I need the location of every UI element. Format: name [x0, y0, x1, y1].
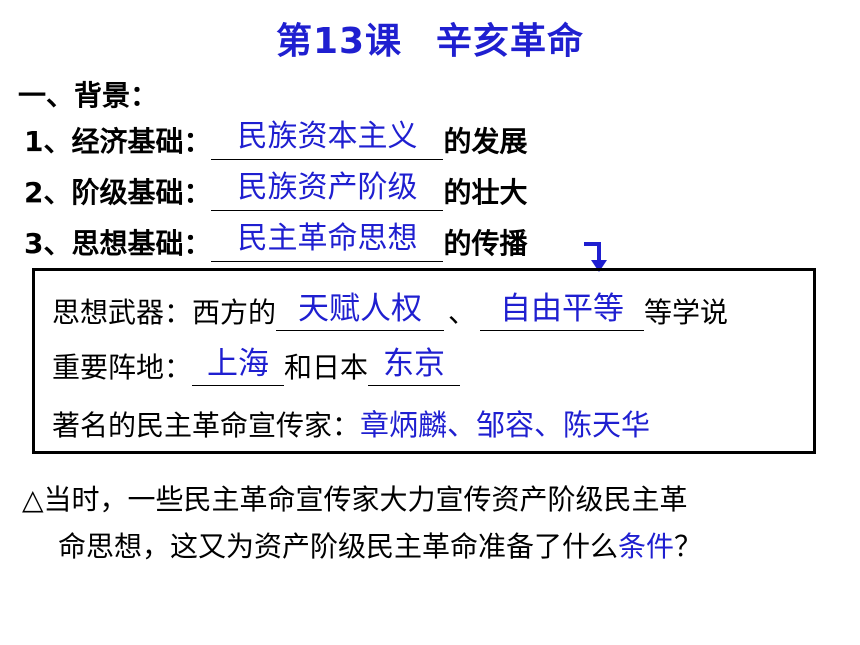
- lesson-number: 第13课: [275, 21, 403, 62]
- answer-blank: 自由平等: [480, 291, 645, 331]
- answer-blank: 天赋人权: [276, 291, 445, 331]
- question-mark: ？: [674, 530, 703, 563]
- propagandists-line: 著名的民主革命宣传家：章炳麟、邹容、陈天华: [52, 402, 650, 444]
- basis-answer: 民主革命思想: [237, 221, 418, 256]
- page-title: 第13课辛亥革命: [0, 12, 860, 64]
- weapons-answer-2: 自由平等: [500, 291, 625, 327]
- basis-answer: 民族资产阶级: [237, 170, 418, 205]
- question-line-2: 命思想，这又为资产阶级民主革命准备了什么条件？: [58, 525, 702, 565]
- positions-label: 重要阵地：: [52, 351, 193, 384]
- question-text: 命思想，这又为资产阶级民主革命准备了什么: [58, 530, 619, 563]
- class-basis-line: 2、阶级基础： 民族资产阶级的壮大: [24, 170, 528, 211]
- basis-label: 3、思想基础：: [24, 227, 212, 260]
- answer-blank: 上海: [192, 346, 285, 386]
- basis-suffix: 的壮大: [443, 176, 528, 209]
- weapons-label: 思想武器：西方的: [52, 296, 277, 329]
- arrow-down-icon: [580, 240, 610, 278]
- basis-answer: 民族资本主义: [237, 119, 418, 154]
- question-line-1: △当时，一些民主革命宣传家大力宣传资产阶级民主革: [22, 483, 688, 516]
- economic-basis-line: 1、经济基础： 民族资本主义的发展: [24, 119, 528, 160]
- basis-label: 2、阶级基础：: [24, 176, 212, 209]
- ideological-basis-line: 3、思想基础： 民主革命思想的传播: [24, 221, 528, 262]
- basis-label: 1、经济基础：: [24, 125, 212, 158]
- section-heading: 一、背景：: [18, 79, 159, 112]
- weapons-answer-1: 天赋人权: [298, 291, 423, 327]
- lesson-topic: 辛亥革命: [436, 21, 585, 62]
- positions-line: 重要阵地： 上海和日本东京: [52, 346, 461, 386]
- ideology-detail-box: [32, 268, 816, 454]
- answer-blank: 东京: [368, 346, 461, 386]
- propagandists-answer: 章炳麟、邹容、陈天华: [360, 408, 651, 442]
- answer-blank: 民族资本主义: [211, 119, 444, 160]
- basis-suffix: 的传播: [443, 227, 528, 260]
- positions-answer-2: 东京: [383, 346, 446, 382]
- propagandists-label: 著名的民主革命宣传家：: [52, 409, 361, 442]
- basis-suffix: 的发展: [443, 125, 528, 158]
- positions-answer-1: 上海: [207, 346, 270, 382]
- positions-join: 和日本: [284, 351, 369, 384]
- weapons-separator: 、: [448, 296, 477, 329]
- answer-blank: 民主革命思想: [211, 221, 444, 262]
- answer-blank: 民族资产阶级: [211, 170, 444, 211]
- weapons-line: 思想武器：西方的天赋人权、自由平等等学说: [52, 291, 728, 331]
- question-highlight: 条件: [618, 530, 675, 563]
- weapons-suffix: 等学说: [644, 296, 729, 329]
